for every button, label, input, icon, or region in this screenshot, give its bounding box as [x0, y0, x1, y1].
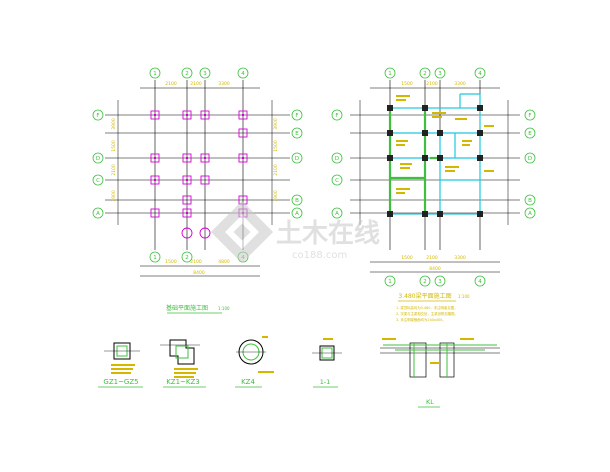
dim-r-bottom-1: 1500	[401, 255, 413, 261]
detail-section-1-1: 1-1	[312, 338, 342, 388]
detail-kl-label: KL	[426, 398, 434, 406]
plan-right-note-1: 1. 梁顶标高均为3.480，未注明者见图。	[396, 305, 458, 310]
axis-label-1: 1	[153, 71, 157, 77]
dim-r-top-3: 3300	[454, 81, 466, 87]
detail-kz1-label: KZ1~KZ3	[166, 378, 200, 386]
dim-r-bottom-3: 3300	[454, 255, 466, 261]
r-axis-label-B-right: B	[528, 198, 532, 204]
axis-label-C: C	[96, 178, 100, 184]
detail-gz: GZ1~GZ5	[98, 342, 143, 388]
plan-left-scale: 1:100	[218, 306, 230, 311]
axis-label-B-right: B	[295, 198, 299, 204]
footings	[150, 110, 248, 239]
r-axis-label-3b: 3	[438, 279, 442, 285]
axis-label-A: A	[96, 211, 100, 217]
r-axis-label-1: 1	[388, 71, 392, 77]
r-axis-label-F: F	[335, 113, 338, 119]
dim-r-top-1: 1500	[401, 81, 413, 87]
axis-label-E-right: E	[295, 131, 299, 137]
watermark-logo: 土木在线 co188.com	[210, 200, 380, 264]
r-axis-label-D: D	[335, 156, 339, 162]
dim-top-1: 2100	[165, 81, 177, 87]
dim-right-4: 3900	[273, 190, 279, 202]
axis-label-4: 4	[241, 71, 245, 77]
dim-r-bottom-2: 2100	[426, 255, 438, 261]
axis-label-1b: 1	[153, 255, 157, 261]
r-axis-label-4b: 4	[478, 279, 482, 285]
detail-1-1-label: 1-1	[320, 378, 331, 386]
r-axis-label-D-right: D	[528, 156, 532, 162]
axis-label-A-right: A	[295, 211, 299, 217]
plan-right-title: 3.480梁平面施工图	[398, 292, 451, 300]
dim-bottom-total: 8400	[193, 270, 205, 276]
dim-right-3: 2100	[273, 164, 279, 176]
r-axis-label-3: 3	[438, 71, 442, 77]
axis-label-D-right: D	[295, 156, 299, 162]
dim-bottom-1: 1500	[165, 259, 177, 265]
axis-label-F: F	[96, 113, 99, 119]
r-axis-label-2b: 2	[423, 279, 427, 285]
axis-label-2b: 2	[185, 255, 189, 261]
detail-gz-label: GZ1~GZ5	[103, 378, 138, 386]
plan-left-title: 基础平面施工图	[166, 304, 208, 312]
foundation-plan: 2100 2100 3300 1500 2100 4800 8400 3900 …	[92, 67, 303, 314]
r-axis-label-1b: 1	[388, 279, 392, 285]
detail-kz4: KZ4	[235, 336, 274, 388]
plan-right-note-3: 3. 未注明梁截面均为240x400。	[396, 317, 446, 322]
beam-plan: 1500 2100 3300 1500 2100 3300 8400 1 2 3…	[331, 67, 536, 322]
dim-left-3: 2100	[111, 164, 117, 176]
detail-kz4-label: KZ4	[241, 378, 255, 386]
axis-label-D: D	[96, 156, 100, 162]
dim-right-1: 3900	[273, 118, 279, 130]
axis-label-F-right: F	[295, 113, 298, 119]
r-axis-label-C: C	[335, 178, 339, 184]
dim-top-2: 2100	[190, 81, 202, 87]
r-axis-label-2: 2	[423, 71, 427, 77]
dim-bottom-2: 2100	[190, 259, 202, 265]
r-axis-label-A: A	[335, 211, 339, 217]
dim-left-2: 1500	[111, 140, 117, 152]
dim-left-1: 3900	[111, 118, 117, 130]
dim-r-top-2: 2100	[426, 81, 438, 87]
axis-label-2: 2	[185, 71, 189, 77]
dim-bottom-3: 4800	[218, 259, 230, 265]
dim-right-2: 1500	[273, 140, 279, 152]
r-axis-label-E-right: E	[528, 131, 532, 137]
dim-r-bottom-total: 8400	[429, 266, 441, 272]
axis-label-3: 3	[203, 71, 207, 77]
dim-top-3: 3300	[218, 81, 230, 87]
r-axis-label-A-right: A	[528, 211, 532, 217]
detail-kz1: KZ1~KZ3	[160, 339, 206, 388]
watermark-main-text: 土木在线	[276, 219, 380, 249]
dim-left-4: 3900	[111, 190, 117, 202]
watermark-sub-text: co188.com	[292, 250, 347, 261]
plan-right-note-2: 2. 次梁与主梁相交处，主梁设附加箍筋。	[396, 311, 458, 316]
r-axis-label-4: 4	[478, 71, 482, 77]
r-axis-label-F-right: F	[528, 113, 531, 119]
plan-right-scale: 1:100	[458, 294, 470, 299]
detail-kl: KL	[380, 338, 500, 408]
